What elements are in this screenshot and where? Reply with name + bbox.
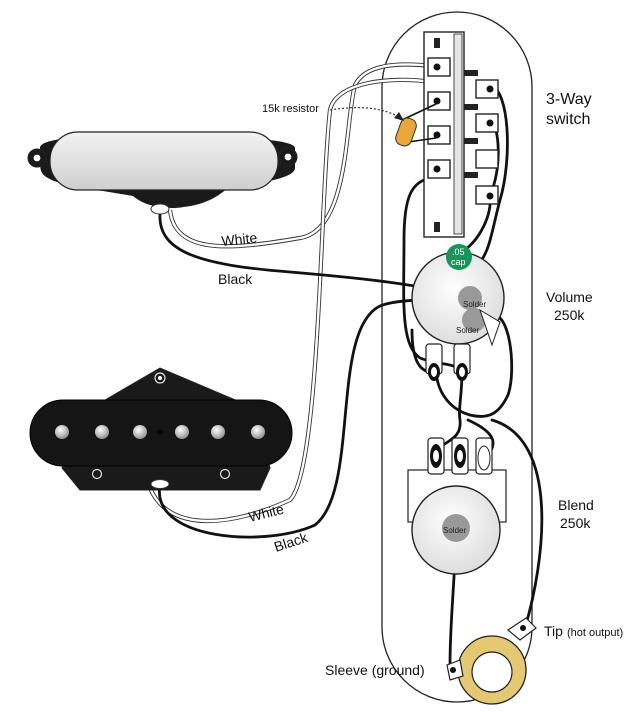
switch-label-line2: switch bbox=[546, 111, 590, 128]
blend-pot bbox=[407, 437, 507, 575]
tip-label: Tip (hot output) bbox=[544, 623, 623, 639]
white-label-bridge: White bbox=[247, 501, 286, 525]
output-jack bbox=[446, 617, 537, 705]
white-wires bbox=[148, 62, 433, 524]
tip-label-sub: (hot output) bbox=[567, 627, 623, 639]
bridge-pickup bbox=[29, 367, 293, 491]
white-label-neck: White bbox=[221, 229, 258, 249]
neck-pickup bbox=[27, 131, 298, 215]
cap-label-line1: .05 bbox=[452, 247, 465, 257]
volume-label-line2: 250k bbox=[554, 307, 585, 323]
three-way-switch bbox=[423, 31, 499, 238]
tip-label-main: Tip bbox=[544, 623, 563, 639]
blend-label-line2: 250k bbox=[560, 515, 591, 531]
resistor-pointer-arrow bbox=[329, 107, 401, 119]
sleeve-label: Sleeve (ground) bbox=[325, 662, 425, 678]
solder-label-volume-2: Solder bbox=[456, 326, 479, 335]
solder-label-blend: Solder bbox=[443, 526, 466, 535]
resistor bbox=[395, 103, 437, 147]
black-label-bridge: Black bbox=[272, 529, 310, 555]
neck-cover bbox=[49, 131, 279, 191]
resistor-label: 15k resistor bbox=[262, 103, 319, 115]
cap-label-line2: cap bbox=[451, 257, 466, 267]
volume-label-line1: Volume bbox=[546, 289, 593, 305]
capacitor bbox=[446, 244, 472, 270]
volume-pot bbox=[411, 251, 505, 381]
black-label-neck: Black bbox=[218, 271, 253, 287]
solder-label-volume-1: Solder bbox=[463, 300, 486, 309]
blend-label-line1: Blend bbox=[558, 497, 594, 513]
bridge-pole-pieces bbox=[55, 425, 265, 439]
switch-label-line1: 3-Way bbox=[546, 91, 592, 108]
